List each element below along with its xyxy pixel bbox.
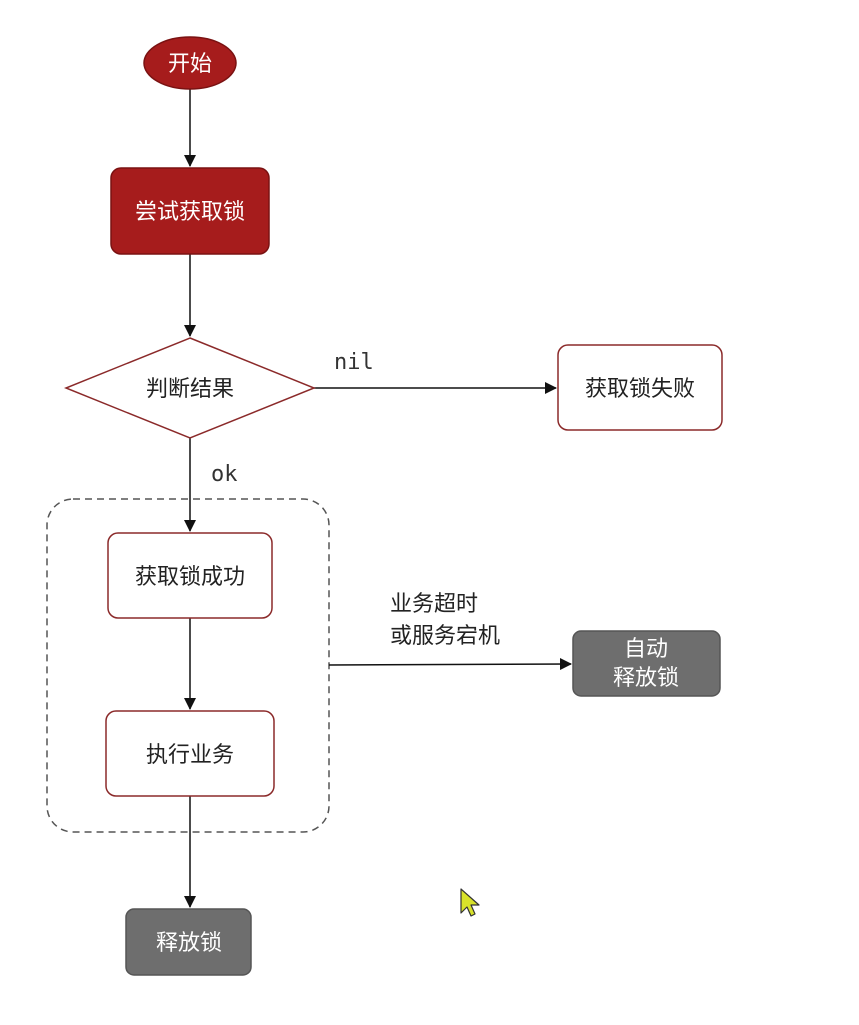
edge-group-to-auto-release	[328, 658, 572, 671]
lock-failed-node: 获取锁失败	[557, 344, 723, 431]
execute-business-node: 执行业务	[105, 710, 275, 797]
try-lock-label: 尝试获取锁	[135, 200, 245, 225]
lock-failed-label: 获取锁失败	[585, 377, 695, 402]
lock-success-label: 获取锁成功	[135, 565, 245, 590]
start-label: 开始	[168, 52, 212, 77]
start-node: 开始	[143, 36, 237, 90]
lock-scope-group	[46, 498, 330, 833]
auto-release-label-line2: 释放锁	[613, 666, 679, 691]
check-result-label: 判断结果	[146, 377, 234, 402]
timeout-label-line2: 或服务宕机	[390, 624, 500, 649]
auto-release-node: 自动 释放锁	[572, 630, 721, 697]
release-lock-label: 释放锁	[156, 931, 222, 956]
lock-success-node: 获取锁成功	[107, 532, 273, 619]
mouse-cursor-icon	[460, 888, 480, 917]
execute-business-label: 执行业务	[146, 743, 234, 768]
ok-label: ok	[211, 462, 238, 487]
try-lock-node: 尝试获取锁	[110, 167, 270, 255]
release-lock-node: 释放锁	[125, 908, 252, 976]
check-result-node: 判断结果	[63, 337, 317, 439]
nil-label: nil	[334, 350, 374, 375]
auto-release-label-line1: 自动	[624, 637, 668, 662]
timeout-label-line1: 业务超时	[390, 592, 478, 617]
